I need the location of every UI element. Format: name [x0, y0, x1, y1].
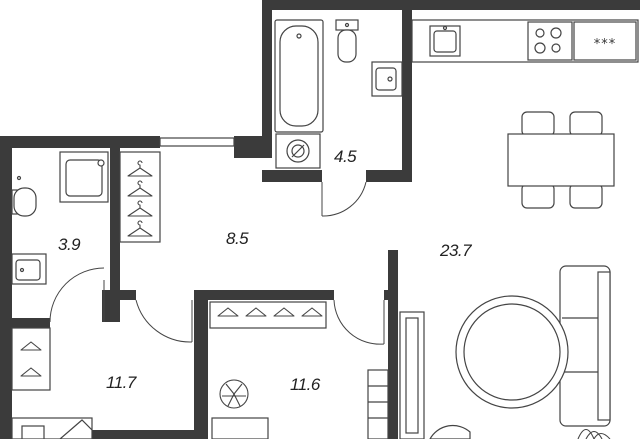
pillow-left: [21, 425, 45, 439]
toilet-bowl-wash: [13, 187, 37, 217]
bathroom-door: [321, 181, 367, 217]
chair-top-2: [569, 111, 603, 137]
hallway-wardrobe: [119, 151, 161, 243]
cooktop: [527, 21, 573, 61]
bedroom-right-furniture: [209, 301, 389, 439]
tv-stand-inner: [405, 317, 419, 434]
wall-living-divider-top: [384, 290, 398, 300]
room-area-kitchen-living: 23.7: [439, 241, 472, 260]
wall-left-outer: [0, 136, 12, 439]
toilet-bowl-bath: [337, 29, 357, 63]
kitchen-sink-tap: [442, 25, 448, 31]
wall-corridor-bottom-left: [120, 290, 136, 300]
sink-bath-tap: [387, 76, 393, 82]
chair-bottom-1: [521, 183, 555, 209]
wall-corridor-top-right: [234, 136, 272, 158]
window-corridor: [159, 137, 235, 147]
dining-set: [507, 111, 615, 209]
sink-wash-basin: [15, 259, 41, 281]
hanger-icons-hall: [127, 160, 153, 237]
living-furniture: [399, 265, 611, 439]
sink-wash-tap: [19, 267, 25, 273]
bedroom-left-furniture: [11, 327, 93, 439]
burner-1: [535, 28, 545, 38]
hanger-icons-bedroom: [217, 307, 323, 317]
burner-4: [551, 43, 561, 53]
shelf-unit: [367, 369, 389, 439]
plant-bedroom: [219, 379, 249, 409]
wall-living-divider: [388, 250, 398, 439]
burner-3: [534, 42, 546, 54]
wardrobe-bedroom: [209, 301, 327, 329]
wall-corridor-top: [0, 136, 160, 148]
plant-living: [577, 428, 611, 439]
wall-washroom-right-stub: [102, 290, 120, 322]
room-area-bedroom-right: 11.6: [290, 375, 321, 394]
washroom-fixtures: [11, 151, 109, 285]
dining-table: [507, 133, 615, 187]
room-area-hallway: 8.5: [226, 229, 249, 248]
bathtub-drain: [296, 33, 302, 39]
bed-right: [211, 417, 269, 439]
room-area-washroom: 3.9: [58, 235, 81, 254]
wall-bath-bottom-right: [366, 170, 412, 182]
shower-tray-inner: [65, 159, 103, 197]
room-labels: 4.5 3.9 8.5 23.7 11.7 11.6: [58, 147, 473, 394]
burner-2: [550, 27, 562, 39]
bedroom-right-door: [333, 299, 385, 345]
bedroom-left-door: [135, 299, 193, 343]
sink-bath-basin: [375, 67, 397, 91]
wall-bedroom-top: [194, 290, 334, 300]
wall-bedroom-divider: [194, 290, 208, 439]
wall-bath-right: [402, 0, 412, 182]
shower-drain: [97, 159, 105, 167]
closet-bedroom-left: [11, 327, 51, 391]
wall-bath-bottom: [262, 170, 322, 182]
fridge: [573, 21, 637, 61]
wall-washroom-bottom: [12, 318, 50, 328]
sofa-back: [597, 271, 611, 421]
wall-bath-left: [262, 0, 272, 158]
armchair-bottom: [429, 424, 471, 439]
stove-marker-text: ***: [594, 37, 617, 52]
chair-bottom-2: [569, 183, 603, 209]
chair-top-1: [521, 111, 555, 137]
bathroom-fixtures: [274, 19, 403, 169]
kitchen-sink-basin: [433, 30, 457, 53]
wall-bottom-left: [0, 430, 194, 439]
room-area-bedroom-left: 11.7: [106, 373, 137, 392]
bathtub-inner: [279, 25, 319, 127]
blanket-corner: [59, 419, 93, 439]
wall-top: [262, 0, 640, 10]
toilet-button-bath: [344, 22, 350, 28]
toilet-button-wash: [16, 175, 22, 181]
wall-washroom-right: [110, 148, 120, 298]
kitchen-fixtures: ***: [411, 19, 639, 63]
room-area-bathroom: 4.5: [334, 147, 357, 166]
washroom-door: [49, 267, 105, 323]
round-rug-inner: [463, 303, 561, 401]
